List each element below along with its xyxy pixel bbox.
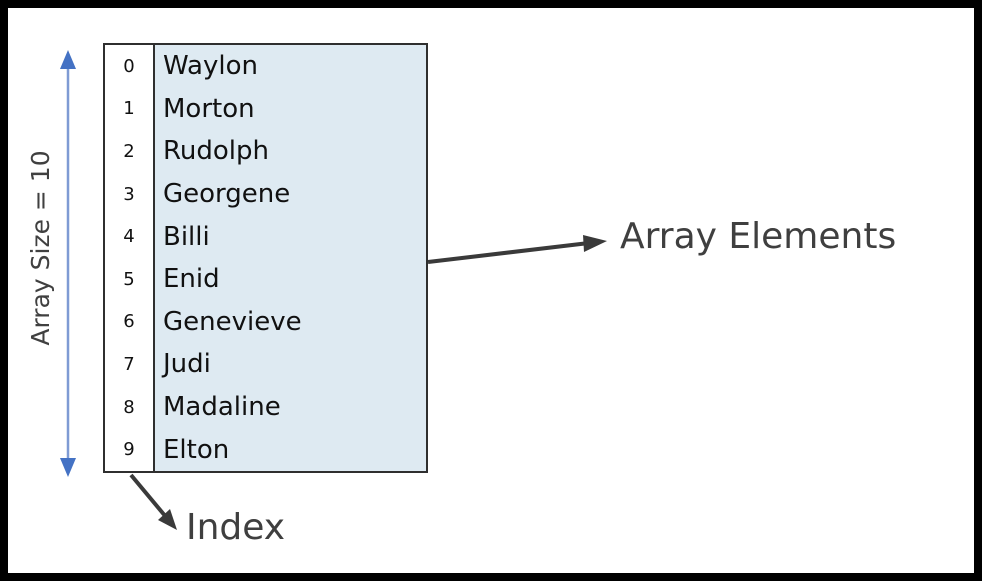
array-row: 3 Georgene — [105, 172, 426, 216]
array-row: 7 Judi — [105, 343, 426, 386]
array-elements-arrow-icon — [427, 235, 607, 264]
index-cell: 7 — [105, 343, 155, 386]
array-row: 0 Waylon — [105, 45, 426, 88]
array-row: 1 Morton — [105, 87, 426, 131]
index-cell: 4 — [105, 215, 155, 258]
array-row: 2 Rudolph — [105, 130, 426, 173]
index-cell: 5 — [105, 257, 155, 301]
array-row: 4 Billi — [105, 215, 426, 258]
array-size-double-arrow-icon — [60, 50, 76, 477]
element-cell: Judi — [155, 343, 426, 386]
array-row: 5 Enid — [105, 257, 426, 301]
element-cell: Enid — [155, 257, 426, 301]
index-cell: 1 — [105, 87, 155, 131]
index-cell: 9 — [105, 428, 155, 471]
index-cell: 6 — [105, 300, 155, 344]
index-cell: 3 — [105, 172, 155, 216]
index-cell: 8 — [105, 385, 155, 429]
element-cell: Waylon — [155, 45, 426, 88]
element-cell: Georgene — [155, 172, 426, 216]
element-cell: Billi — [155, 215, 426, 258]
array-elements-label: Array Elements — [620, 216, 897, 257]
array-table: 0 Waylon 1 Morton 2 Rudolph 3 Georgene 4… — [103, 43, 428, 473]
element-cell: Morton — [155, 87, 426, 131]
index-cell: 2 — [105, 130, 155, 173]
array-size-label: Array Size = 10 — [26, 150, 55, 346]
element-cell: Elton — [155, 428, 426, 471]
array-row: 9 Elton — [105, 428, 426, 471]
index-arrow-icon — [129, 473, 177, 530]
index-label: Index — [186, 507, 286, 548]
array-row: 8 Madaline — [105, 385, 426, 429]
diagram-canvas: Array Size = 10 0 Waylon 1 Morton 2 Rudo… — [8, 8, 974, 573]
array-row: 6 Genevieve — [105, 300, 426, 344]
element-cell: Rudolph — [155, 130, 426, 173]
element-cell: Madaline — [155, 385, 426, 429]
index-cell: 0 — [105, 45, 155, 88]
element-cell: Genevieve — [155, 300, 426, 344]
